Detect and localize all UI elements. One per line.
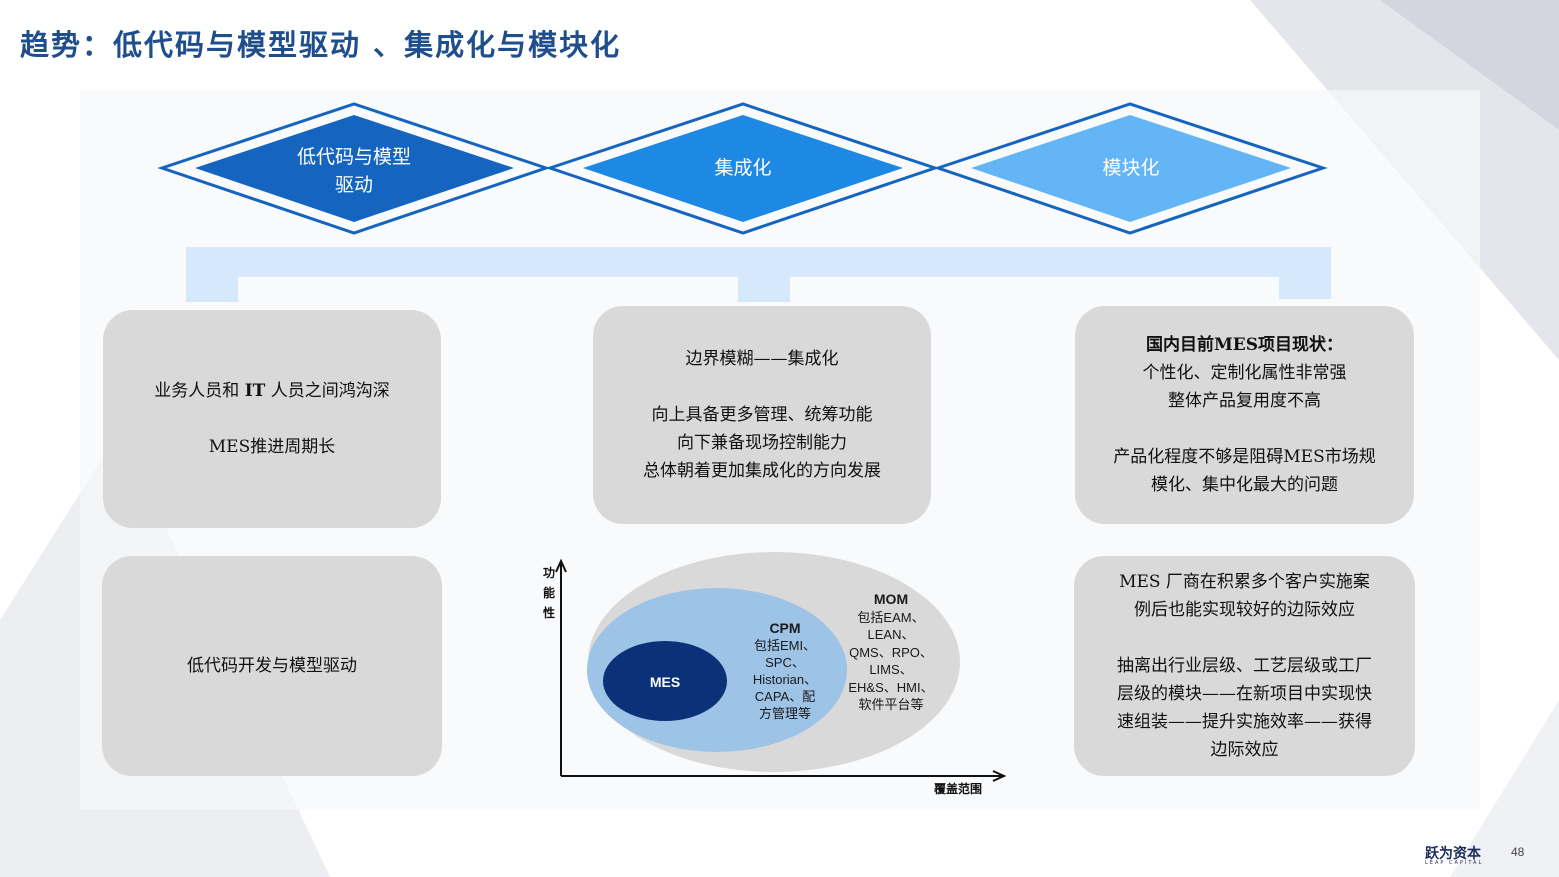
box-left-top: 业务人员和 IT 人员之间鸿沟深 MES推进周期长 (103, 310, 441, 528)
cpm-title: CPM (769, 620, 801, 636)
right-top-line4: 产品化程度不够是阻碍MES市场规 (1113, 447, 1376, 467)
mom-line-5: EH&S、HMI、 (848, 679, 934, 695)
right-bottom-line6: 边际效应 (1210, 740, 1279, 760)
y-axis-char-2: 能 (542, 586, 555, 600)
diamond-1-line1: 低代码与模型 (296, 146, 411, 168)
mom-title: MOM (873, 591, 909, 607)
left-top-line2: MES推进周期长 (208, 437, 336, 457)
box-right-bottom: MES 厂商在积累多个客户实施案 例后也能实现较好的边际效应 抽离出行业层级、工… (1074, 556, 1415, 776)
left-top-l1c: 人员之间鸿沟深 (265, 381, 390, 401)
right-bottom-line3: 抽离出行业层级、工艺层级或工厂 (1117, 656, 1372, 676)
page-title: 趋势：低代码与模型驱动 、集成化与模块化 (20, 28, 622, 62)
right-bottom-line2: 例后也能实现较好的边际效应 (1134, 600, 1355, 620)
right-top-line5: 模化、集中化最大的问题 (1151, 475, 1338, 495)
cpm-line-4: CAPA、配 (754, 689, 816, 704)
page-number: 48 (1511, 845, 1525, 859)
cpm-line-3: Historian、 (752, 672, 818, 687)
right-bottom-line1: MES 厂商在积累多个客户实施案 (1119, 572, 1370, 592)
right-bottom-line4: 层级的模块——在新项目中实现快 (1117, 684, 1372, 704)
left-top-line1: 业务人员和 IT 人员之间鸿沟深 (154, 377, 389, 405)
box-left-bottom: 低代码开发与模型驱动 (102, 556, 442, 776)
cpm-line-2: SPC、 (765, 655, 805, 670)
brand-logo: 跃为资本 LEAP CAPITAL (1425, 843, 1483, 866)
left-top-l1b: IT (244, 381, 266, 401)
mid-top-line3: 向下兼备现场控制能力 (677, 433, 847, 453)
diamond-label-low-code: 低代码与模型 驱动 (254, 143, 454, 199)
diamond-label-integration: 集成化 (714, 157, 772, 179)
brand-logo-text: 跃为资本 (1425, 846, 1481, 862)
cpm-line-5: 方管理等 (758, 706, 811, 721)
box-right-top: 国内目前MES项目现状： 个性化、定制化属性非常强 整体产品复用度不高 产品化程… (1075, 306, 1414, 524)
mom-line-4: LIMS、 (869, 662, 913, 677)
connector-bar (186, 247, 1331, 302)
mom-line-6: 软件平台等 (858, 697, 924, 712)
diamond-1-line2: 驱动 (334, 174, 373, 196)
cpm-label: CPM 包括EMI、 SPC、 Historian、 CAPA、配 方管理等 (740, 620, 830, 722)
mom-line-2: LEAN、 (867, 627, 915, 642)
mes-label: MES (649, 674, 681, 690)
x-axis-label: 覆盖范围 (934, 782, 983, 796)
mom-label: MOM 包括EAM、 LEAN、 QMS、RPO、 LIMS、 EH&S、HMI… (843, 591, 939, 714)
mid-top-line2: 向上具备更多管理、统筹功能 (651, 405, 873, 425)
left-bottom-line1: 低代码开发与模型驱动 (187, 656, 357, 676)
right-top-heading: 国内目前MES项目现状： (1145, 335, 1344, 355)
right-bottom-line5: 速组装——提升实施效率——获得 (1117, 712, 1372, 732)
box-mid-top: 边界模糊——集成化 向上具备更多管理、统筹功能 向下兼备现场控制能力 总体朝着更… (593, 306, 931, 524)
mid-top-line1: 边界模糊——集成化 (685, 349, 839, 369)
diamond-label-modular: 模块化 (1102, 157, 1160, 179)
y-axis-char-3: 性 (542, 606, 555, 620)
mom-line-3: QMS、RPO、 (849, 644, 933, 660)
left-top-l1a: 业务人员和 (154, 381, 245, 401)
cpm-line-1: 包括EMI、 (753, 638, 817, 653)
right-top-line3: 整体产品复用度不高 (1168, 391, 1321, 411)
y-axis-label: 功 能 性 (542, 563, 556, 623)
brand-logo-subtext: LEAP CAPITAL (1425, 860, 1484, 866)
mom-line-1: 包括EAM、 (857, 609, 925, 625)
right-top-line2: 个性化、定制化属性非常强 (1142, 363, 1347, 383)
y-axis-char-1: 功 (542, 566, 555, 580)
mid-top-line4: 总体朝着更加集成化的方向发展 (643, 461, 881, 481)
